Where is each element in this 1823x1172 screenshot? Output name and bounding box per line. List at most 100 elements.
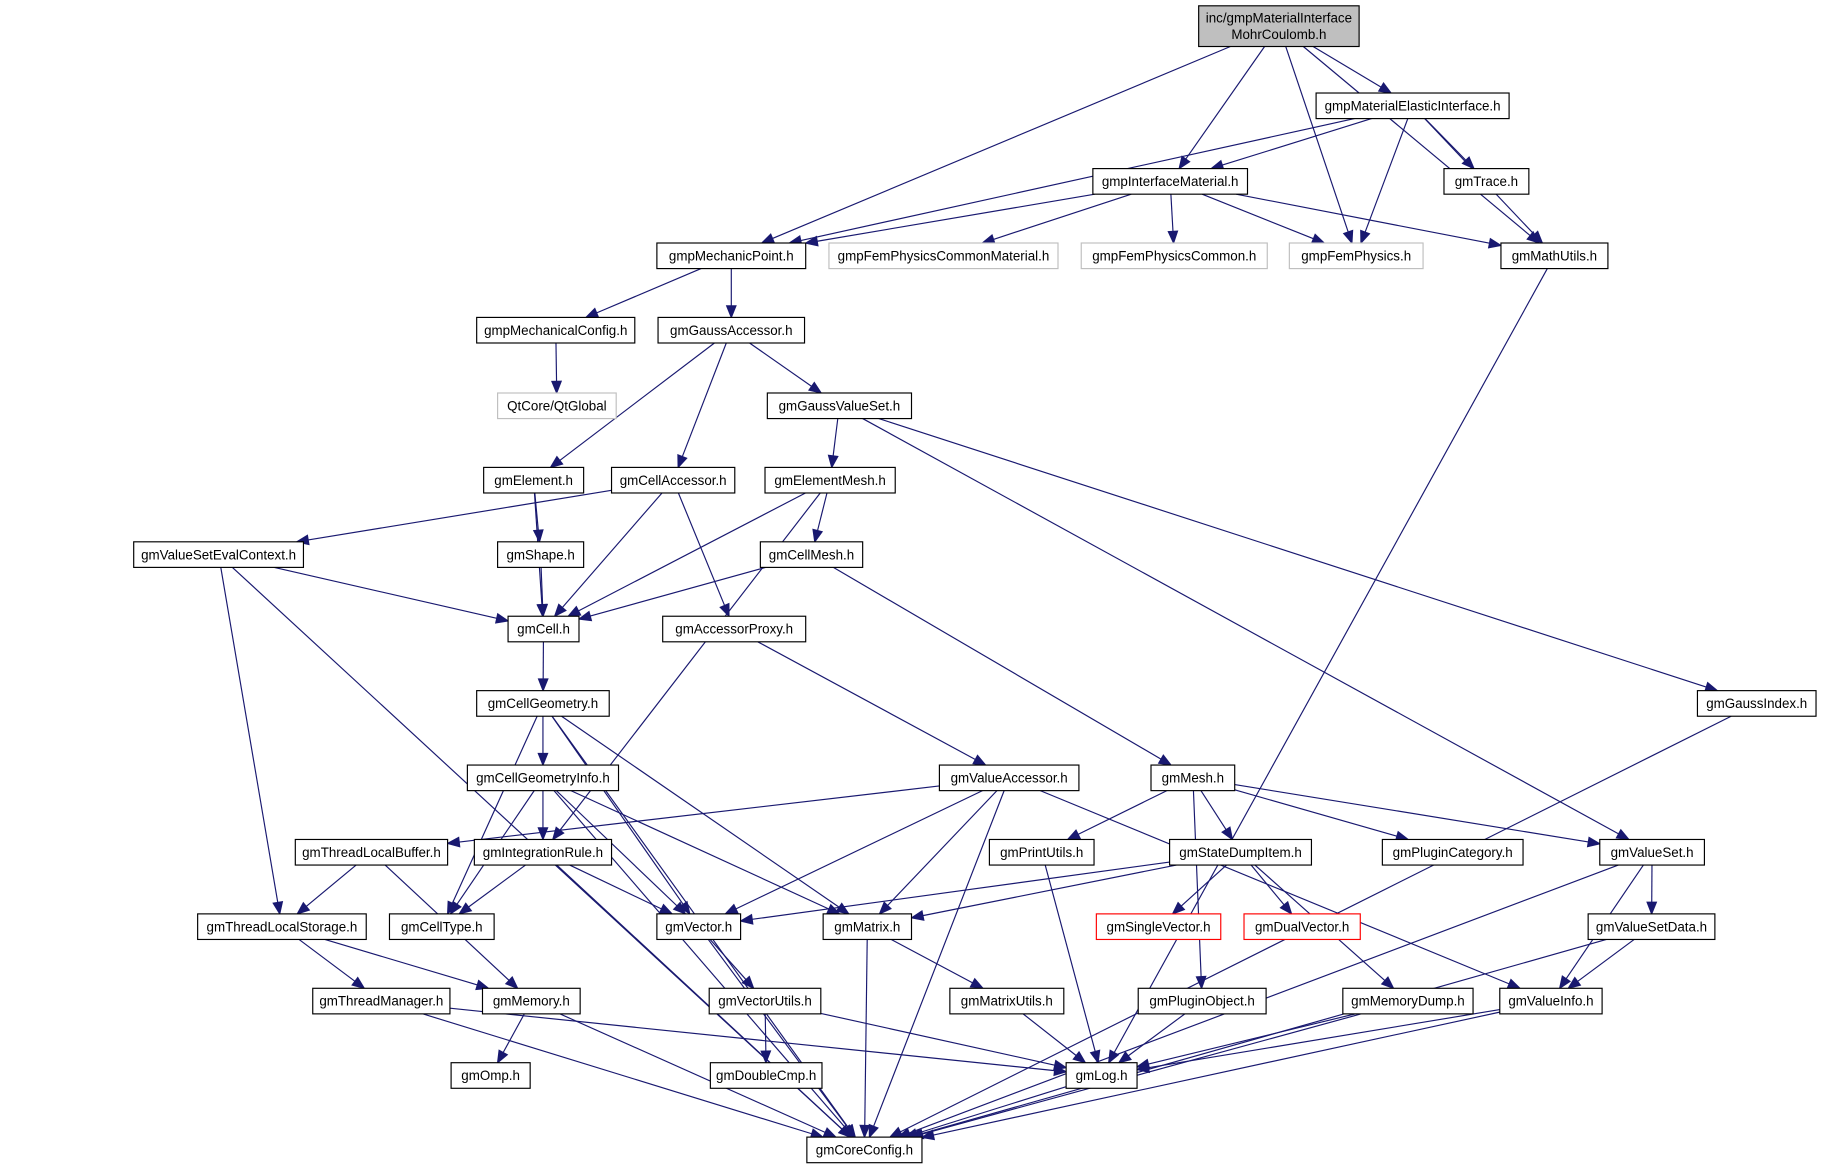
arrowhead-icon: [1377, 81, 1393, 94]
node-valAcc[interactable]: gmValueAccessor.h: [938, 764, 1080, 792]
node-label: gmThreadLocalBuffer.h: [302, 845, 441, 860]
arrowhead-icon: [1195, 975, 1207, 990]
node-memDump[interactable]: gmMemoryDump.h: [1342, 987, 1474, 1015]
edge-line: [324, 938, 478, 986]
node-vector[interactable]: gmVector.h: [656, 913, 742, 941]
node-vsData[interactable]: gmValueSetData.h: [1587, 913, 1716, 941]
edge-cellAcc-to-cell: [553, 492, 663, 618]
arrowhead-icon: [551, 826, 565, 841]
edge-mesh-to-printUtils: [1066, 790, 1168, 841]
arrowhead-icon: [827, 454, 839, 469]
node-box: [1342, 987, 1474, 1015]
node-cellMesh[interactable]: gmCellMesh.h: [759, 541, 864, 568]
node-stateDump[interactable]: gmStateDumpItem.h: [1169, 838, 1313, 866]
edge-cellGeom-to-vector: [551, 715, 691, 916]
node-vecUtils[interactable]: gmVectorUtils.h: [708, 987, 822, 1015]
node-mesh[interactable]: gmMesh.h: [1150, 764, 1236, 792]
edge-line: [1077, 790, 1168, 835]
node-box: [656, 913, 742, 941]
edge-line: [559, 342, 715, 461]
edge-line: [540, 567, 544, 605]
node-mechPt[interactable]: gmpMechanicPoint.h: [656, 242, 807, 270]
node-cellType[interactable]: gmCellType.h: [388, 913, 495, 941]
edge-line: [1192, 790, 1202, 977]
node-label: gmElementMesh.h: [774, 473, 885, 488]
node-log[interactable]: gmLog.h: [1065, 1062, 1138, 1089]
node-gaussAcc[interactable]: gmGaussAccessor.h: [657, 316, 806, 344]
node-mechCfg[interactable]: gmpMechanicalConfig.h: [476, 316, 636, 344]
edge-cellGeom-to-cellType: [446, 715, 538, 916]
node-qtGlobal: QtCore/QtGlobal: [497, 392, 617, 420]
node-coreConfig[interactable]: gmCoreConfig.h: [806, 1136, 923, 1164]
edge-line: [308, 489, 612, 541]
node-mathUtils[interactable]: gmMathUtils.h: [1500, 242, 1609, 270]
node-tlStorage[interactable]: gmThreadLocalStorage.h: [197, 913, 367, 941]
node-valueSet[interactable]: gmValueSet.h: [1599, 838, 1705, 866]
node-omp[interactable]: gmOmp.h: [450, 1062, 531, 1089]
edge-line: [589, 566, 766, 617]
node-threadMgr[interactable]: gmThreadManager.h: [312, 987, 451, 1015]
arrowhead-icon: [1167, 230, 1179, 245]
node-singleVec[interactable]: gmSingleVector.h: [1095, 913, 1222, 941]
edge-accProxy-to-valAcc: [757, 641, 987, 766]
node-gaussVS[interactable]: gmGaussValueSet.h: [766, 392, 913, 420]
edge-ifMat-to-mathUtils: [1236, 193, 1503, 249]
node-box: [709, 1062, 823, 1089]
node-pluginCat[interactable]: gmPluginCategory.h: [1381, 838, 1524, 866]
node-dualVec[interactable]: gmDualVector.h: [1243, 913, 1361, 941]
node-intRule[interactable]: gmIntegrationRule.h: [473, 838, 613, 866]
node-box: [1443, 168, 1530, 195]
node-label: gmGaussAccessor.h: [670, 323, 793, 338]
node-box: [1599, 838, 1705, 866]
node-box: [988, 838, 1095, 866]
node-trace[interactable]: gmTrace.h: [1443, 168, 1530, 195]
edge-line: [864, 939, 868, 1126]
arrowhead-icon: [1646, 901, 1658, 916]
node-pluginObj[interactable]: gmPluginObject.h: [1137, 987, 1267, 1015]
node-matrix[interactable]: gmMatrix.h: [822, 913, 913, 941]
node-doubleCmp[interactable]: gmDoubleCmp.h: [709, 1062, 823, 1089]
node-label: gmMatrix.h: [834, 919, 900, 934]
node-label: gmMathUtils.h: [1512, 248, 1597, 263]
node-valueInfo[interactable]: gmValueInfo.h: [1499, 987, 1603, 1015]
node-box: [949, 987, 1065, 1015]
node-label: gmMemoryDump.h: [1351, 994, 1465, 1009]
arrowhead-icon: [1107, 1049, 1120, 1065]
edge-tlBuf-to-tlStorage: [296, 864, 357, 915]
node-memory[interactable]: gmMemory.h: [481, 987, 581, 1015]
node-gaussIdx[interactable]: gmGaussIndex.h: [1696, 690, 1817, 717]
node-matUtils[interactable]: gmMatrixUtils.h: [949, 987, 1065, 1015]
node-box: [481, 987, 581, 1015]
edge-line: [1185, 46, 1266, 160]
arrowhead-icon: [553, 603, 567, 618]
node-cellGeom[interactable]: gmCellGeometry.h: [476, 690, 610, 717]
node-box: [476, 316, 636, 344]
node-elemMesh[interactable]: gmElementMesh.h: [764, 466, 896, 494]
arrowhead-icon: [812, 528, 824, 544]
node-printUtils[interactable]: gmPrintUtils.h: [988, 838, 1095, 866]
node-cellGeomInfo[interactable]: gmCellGeometryInfo.h: [466, 764, 620, 792]
edge-line: [1577, 938, 1635, 982]
node-tlBuf[interactable]: gmThreadLocalBuffer.h: [294, 838, 449, 866]
node-label: gmMatrixUtils.h: [961, 994, 1053, 1009]
edge-gaussAcc-to-gaussVS: [749, 342, 823, 394]
node-shape[interactable]: gmShape.h: [497, 541, 585, 568]
node-elasticIf[interactable]: gmpMaterialElasticInterface.h: [1315, 92, 1510, 120]
edge-line: [820, 1012, 1055, 1066]
node-cellAcc[interactable]: gmCellAccessor.h: [610, 466, 736, 494]
edge-root-to-ifMat: [1178, 46, 1266, 170]
arrowhead-icon: [496, 1049, 509, 1065]
node-cell[interactable]: gmCell.h: [507, 615, 580, 643]
edge-line: [1022, 1013, 1077, 1056]
edge-line: [561, 715, 840, 908]
node-element[interactable]: gmElement.h: [483, 466, 585, 494]
edge-gaussAcc-to-cellAcc: [677, 342, 727, 469]
node-vsEval[interactable]: gmValueSetEvalContext.h: [133, 541, 305, 568]
node-box: [1696, 690, 1817, 717]
node-accProxy[interactable]: gmAccessorProxy.h: [662, 615, 807, 643]
node-label: gmPluginCategory.h: [1393, 845, 1513, 860]
node-ifMat[interactable]: gmpInterfaceMaterial.h: [1092, 168, 1249, 195]
arrowhead-icon: [1567, 976, 1582, 990]
edge-ifMat-to-mechPt: [804, 193, 1095, 247]
